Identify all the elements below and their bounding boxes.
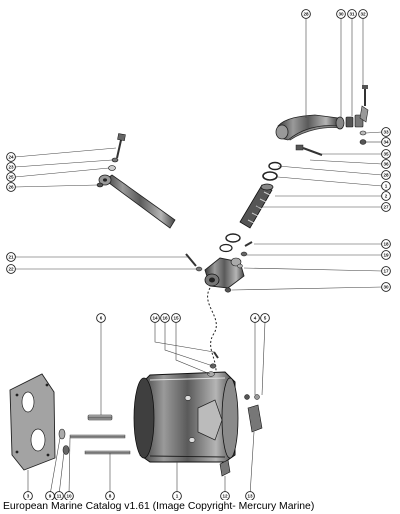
callout-11: 11	[54, 491, 64, 501]
svg-text:31: 31	[349, 12, 355, 17]
callout-36: 36	[381, 159, 391, 169]
svg-text:26: 26	[8, 185, 14, 190]
callout-33: 33	[381, 127, 391, 137]
callout-10: 10	[64, 491, 74, 501]
pump-housing	[133, 371, 239, 463]
svg-text:22: 22	[8, 267, 14, 272]
svg-text:6: 6	[100, 316, 103, 321]
diagram-canvas: 28 30 31 32 33 34 35 36 28 1 2 27 24 23 …	[6, 9, 391, 501]
svg-text:4: 4	[254, 316, 257, 321]
svg-text:14: 14	[152, 316, 158, 321]
callout-19: 19	[381, 250, 391, 260]
svg-text:28: 28	[383, 173, 389, 178]
svg-text:16: 16	[162, 316, 168, 321]
svg-text:27: 27	[383, 205, 389, 210]
callout-25: 25	[6, 172, 16, 182]
callout-13: 13	[245, 491, 255, 501]
outlet-elbow-assembly	[219, 85, 369, 253]
callout-21: 21	[6, 252, 16, 262]
callout-30-lower: 30	[381, 282, 391, 292]
callout-23: 23	[6, 162, 16, 172]
svg-text:17: 17	[383, 269, 389, 274]
callout-9: 9	[45, 491, 55, 501]
svg-text:28: 28	[303, 12, 309, 17]
svg-text:2: 2	[385, 194, 388, 199]
callout-18: 18	[381, 239, 391, 249]
svg-text:1: 1	[385, 184, 388, 189]
callout-26: 26	[6, 182, 16, 192]
callout-3: 3	[23, 491, 33, 501]
svg-text:30: 30	[338, 12, 344, 17]
callout-32: 32	[358, 9, 368, 19]
callout-1-right: 1	[381, 181, 391, 191]
washer-11	[62, 445, 70, 455]
svg-text:36: 36	[383, 162, 389, 167]
gasket-plate	[9, 373, 56, 471]
callout-31: 31	[347, 9, 357, 19]
svg-text:8: 8	[109, 494, 112, 499]
svg-text:30: 30	[383, 285, 389, 290]
svg-text:18: 18	[383, 242, 389, 247]
leader-lines	[14, 14, 383, 496]
callout-6: 6	[96, 313, 106, 323]
svg-text:13: 13	[247, 494, 253, 499]
callout-28: 28	[301, 9, 311, 19]
svg-text:12: 12	[222, 494, 228, 499]
svg-text:5: 5	[264, 316, 267, 321]
washer-9	[58, 428, 66, 440]
callout-1-bottom: 1	[172, 491, 182, 501]
callouts: 28 30 31 32 33 34 35 36 28 1 2 27 24 23 …	[6, 9, 391, 501]
callout-15: 15	[171, 313, 181, 323]
callout-34: 34	[381, 137, 391, 147]
valve-housing	[185, 241, 253, 293]
image-caption: European Marine Catalog v1.61 (Image Cop…	[3, 501, 315, 512]
svg-text:21: 21	[8, 255, 14, 260]
svg-text:1: 1	[176, 494, 179, 499]
callout-30: 30	[336, 9, 346, 19]
svg-text:23: 23	[8, 165, 14, 170]
callout-17: 17	[381, 266, 391, 276]
callout-4: 4	[250, 313, 260, 323]
svg-text:34: 34	[383, 140, 389, 145]
callout-16: 16	[160, 313, 170, 323]
svg-text:35: 35	[383, 152, 389, 157]
svg-text:15: 15	[173, 316, 179, 321]
svg-text:32: 32	[360, 12, 366, 17]
callout-28-right: 28	[381, 170, 391, 180]
bellows-hose	[239, 183, 274, 229]
callout-12: 12	[220, 491, 230, 501]
callout-24: 24	[6, 152, 16, 162]
callout-35: 35	[381, 149, 391, 159]
svg-text:10: 10	[66, 494, 72, 499]
svg-text:9: 9	[49, 494, 52, 499]
svg-text:25: 25	[8, 175, 14, 180]
svg-text:33: 33	[383, 130, 389, 135]
svg-text:24: 24	[8, 155, 14, 160]
callout-22: 22	[6, 264, 16, 274]
svg-text:19: 19	[383, 253, 389, 258]
callout-5: 5	[260, 313, 270, 323]
callout-27: 27	[381, 202, 391, 212]
callout-14: 14	[150, 313, 160, 323]
svg-text:3: 3	[27, 494, 30, 499]
svg-text:11: 11	[57, 494, 62, 499]
dashed-hose-line	[207, 287, 217, 381]
stud-lower	[84, 450, 131, 455]
lever-arm	[96, 133, 176, 229]
callout-2: 2	[381, 191, 391, 201]
stud-upper	[69, 434, 126, 439]
dowel-pin	[87, 414, 113, 421]
callout-8: 8	[105, 491, 115, 501]
